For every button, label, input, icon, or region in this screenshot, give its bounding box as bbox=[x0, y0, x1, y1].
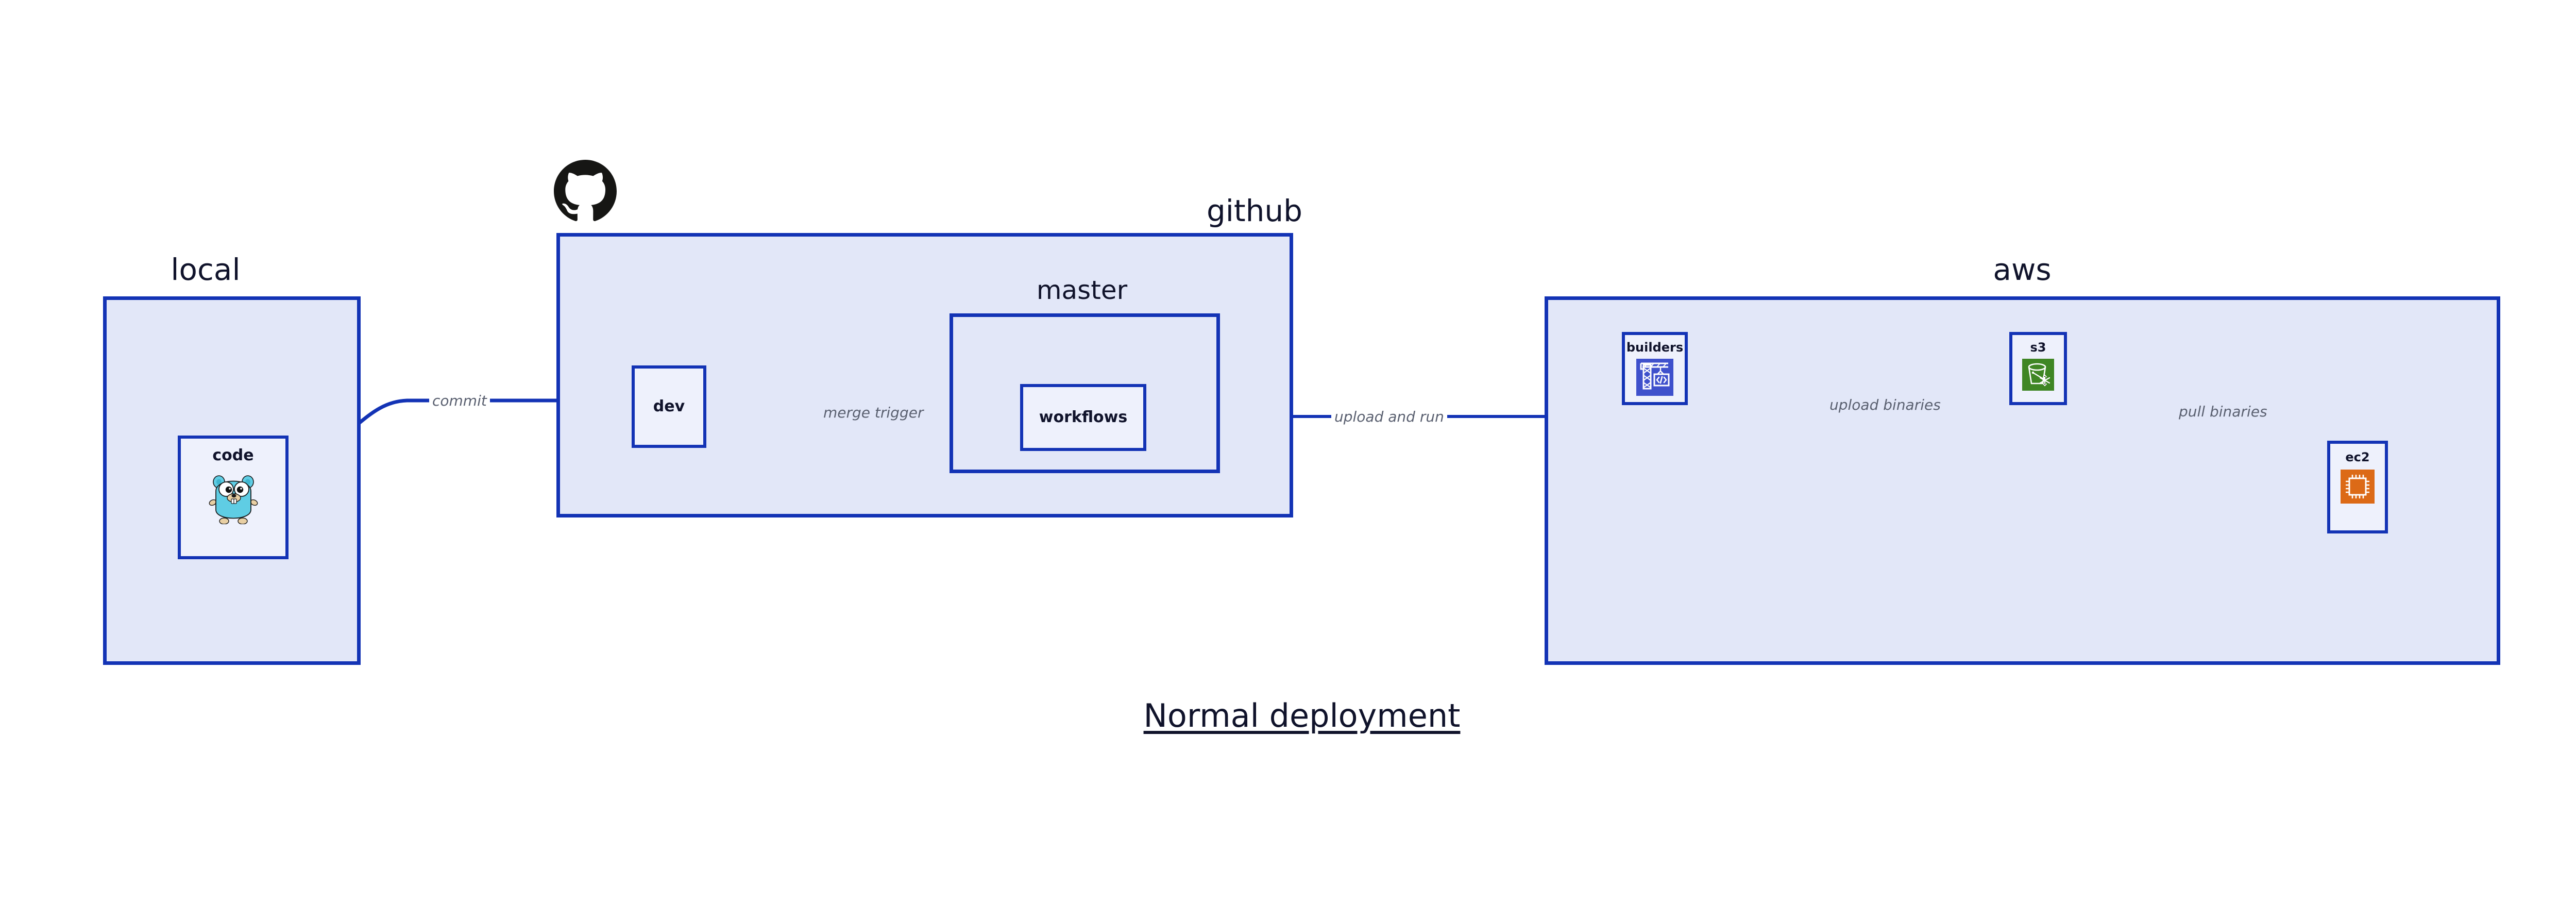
group-label-master: master bbox=[1036, 275, 1128, 305]
diagram-title: Normal deployment bbox=[1143, 697, 1461, 734]
edge-label-merge-trigger: merge trigger bbox=[820, 406, 927, 420]
group-label-aws: aws bbox=[1993, 252, 2052, 287]
node-dev[interactable]: dev bbox=[632, 365, 706, 448]
aws-crane-builders-icon bbox=[1636, 359, 1673, 396]
group-label-local: local bbox=[171, 252, 241, 287]
node-builders[interactable]: builders bbox=[1622, 332, 1688, 405]
node-code[interactable]: code bbox=[178, 436, 289, 559]
edge-label-upload-and-run: upload and run bbox=[1331, 410, 1447, 424]
edge-label-commit: commit bbox=[429, 394, 490, 408]
node-workflows[interactable]: workflows bbox=[1020, 384, 1146, 451]
node-label-s3: s3 bbox=[2030, 340, 2046, 355]
node-s3[interactable]: s3 bbox=[2009, 332, 2067, 405]
node-label-builders: builders bbox=[1626, 340, 1684, 355]
aws-ec2-chip-icon bbox=[2341, 470, 2375, 504]
go-gopher-icon bbox=[209, 471, 258, 524]
github-octocat-icon bbox=[554, 160, 617, 223]
edge-label-pull-binaries: pull binaries bbox=[2176, 405, 2270, 419]
node-label-ec2: ec2 bbox=[2345, 450, 2370, 464]
node-label-workflows: workflows bbox=[1039, 408, 1128, 426]
edge-label-upload-binaries: upload binaries bbox=[1826, 398, 1944, 412]
node-ec2[interactable]: ec2 bbox=[2327, 441, 2388, 533]
group-label-github: github bbox=[1206, 193, 1303, 228]
aws-s3-bucket-icon bbox=[2022, 359, 2054, 391]
node-label-dev: dev bbox=[653, 397, 685, 415]
node-label-code: code bbox=[212, 446, 254, 464]
